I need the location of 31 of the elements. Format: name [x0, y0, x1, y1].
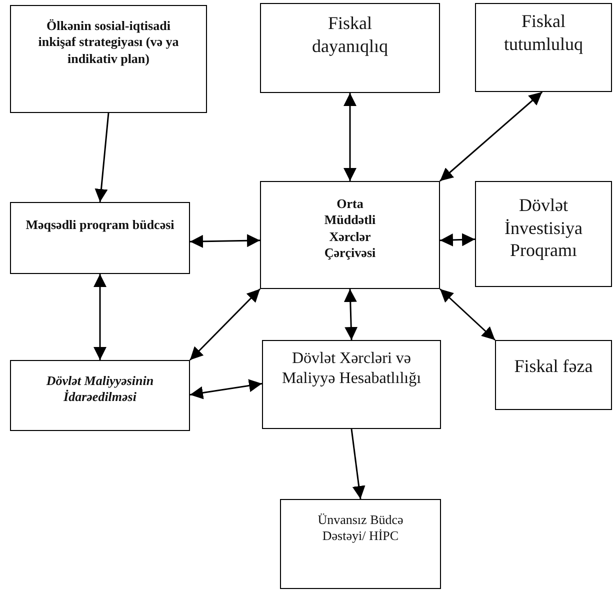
box-label: Fiskal dayanıqlıq [311, 12, 389, 57]
process-box [475, 181, 612, 287]
process-box [10, 202, 190, 274]
process-box [495, 340, 612, 410]
box-label: Orta Müddətli Xərclər Çərçivəsi [323, 196, 377, 261]
box-label: Fiskal tutumluluq [502, 10, 584, 55]
process-box [262, 340, 441, 429]
process-box [280, 499, 441, 589]
process-box [260, 3, 440, 93]
box-label: Dövlət Xərcləri və Maliyyə Hesabatlılığı [280, 349, 422, 389]
box-label: Ölkənin sosial-iqtisadi inkişaf strategiyası (və ya indikativ plan) [37, 18, 180, 67]
box-label: Fiskal fəza [514, 355, 593, 378]
box-label: Dövlət Maliyyəsinin İdarəedilməsi [45, 373, 155, 406]
arrow [440, 233, 476, 246]
box-label: Dövlət İnvestisiya Proqramı [504, 194, 584, 262]
arrow [94, 112, 110, 202]
box-label: Ünvansız Büdcə Dəstəyi/ HİPC [316, 512, 404, 544]
arrow [350, 428, 366, 500]
arrow [189, 288, 261, 361]
arrow [190, 379, 262, 400]
arrow [440, 91, 543, 182]
arrow [190, 234, 260, 248]
arrow [440, 288, 496, 341]
process-box [475, 3, 612, 92]
process-box [10, 5, 207, 113]
arrow [344, 288, 358, 340]
box-label: Məqsədli proqram büdcəsi [26, 217, 174, 234]
arrow [344, 93, 356, 181]
process-box [260, 181, 440, 289]
process-box [10, 360, 190, 431]
arrow [94, 274, 106, 360]
